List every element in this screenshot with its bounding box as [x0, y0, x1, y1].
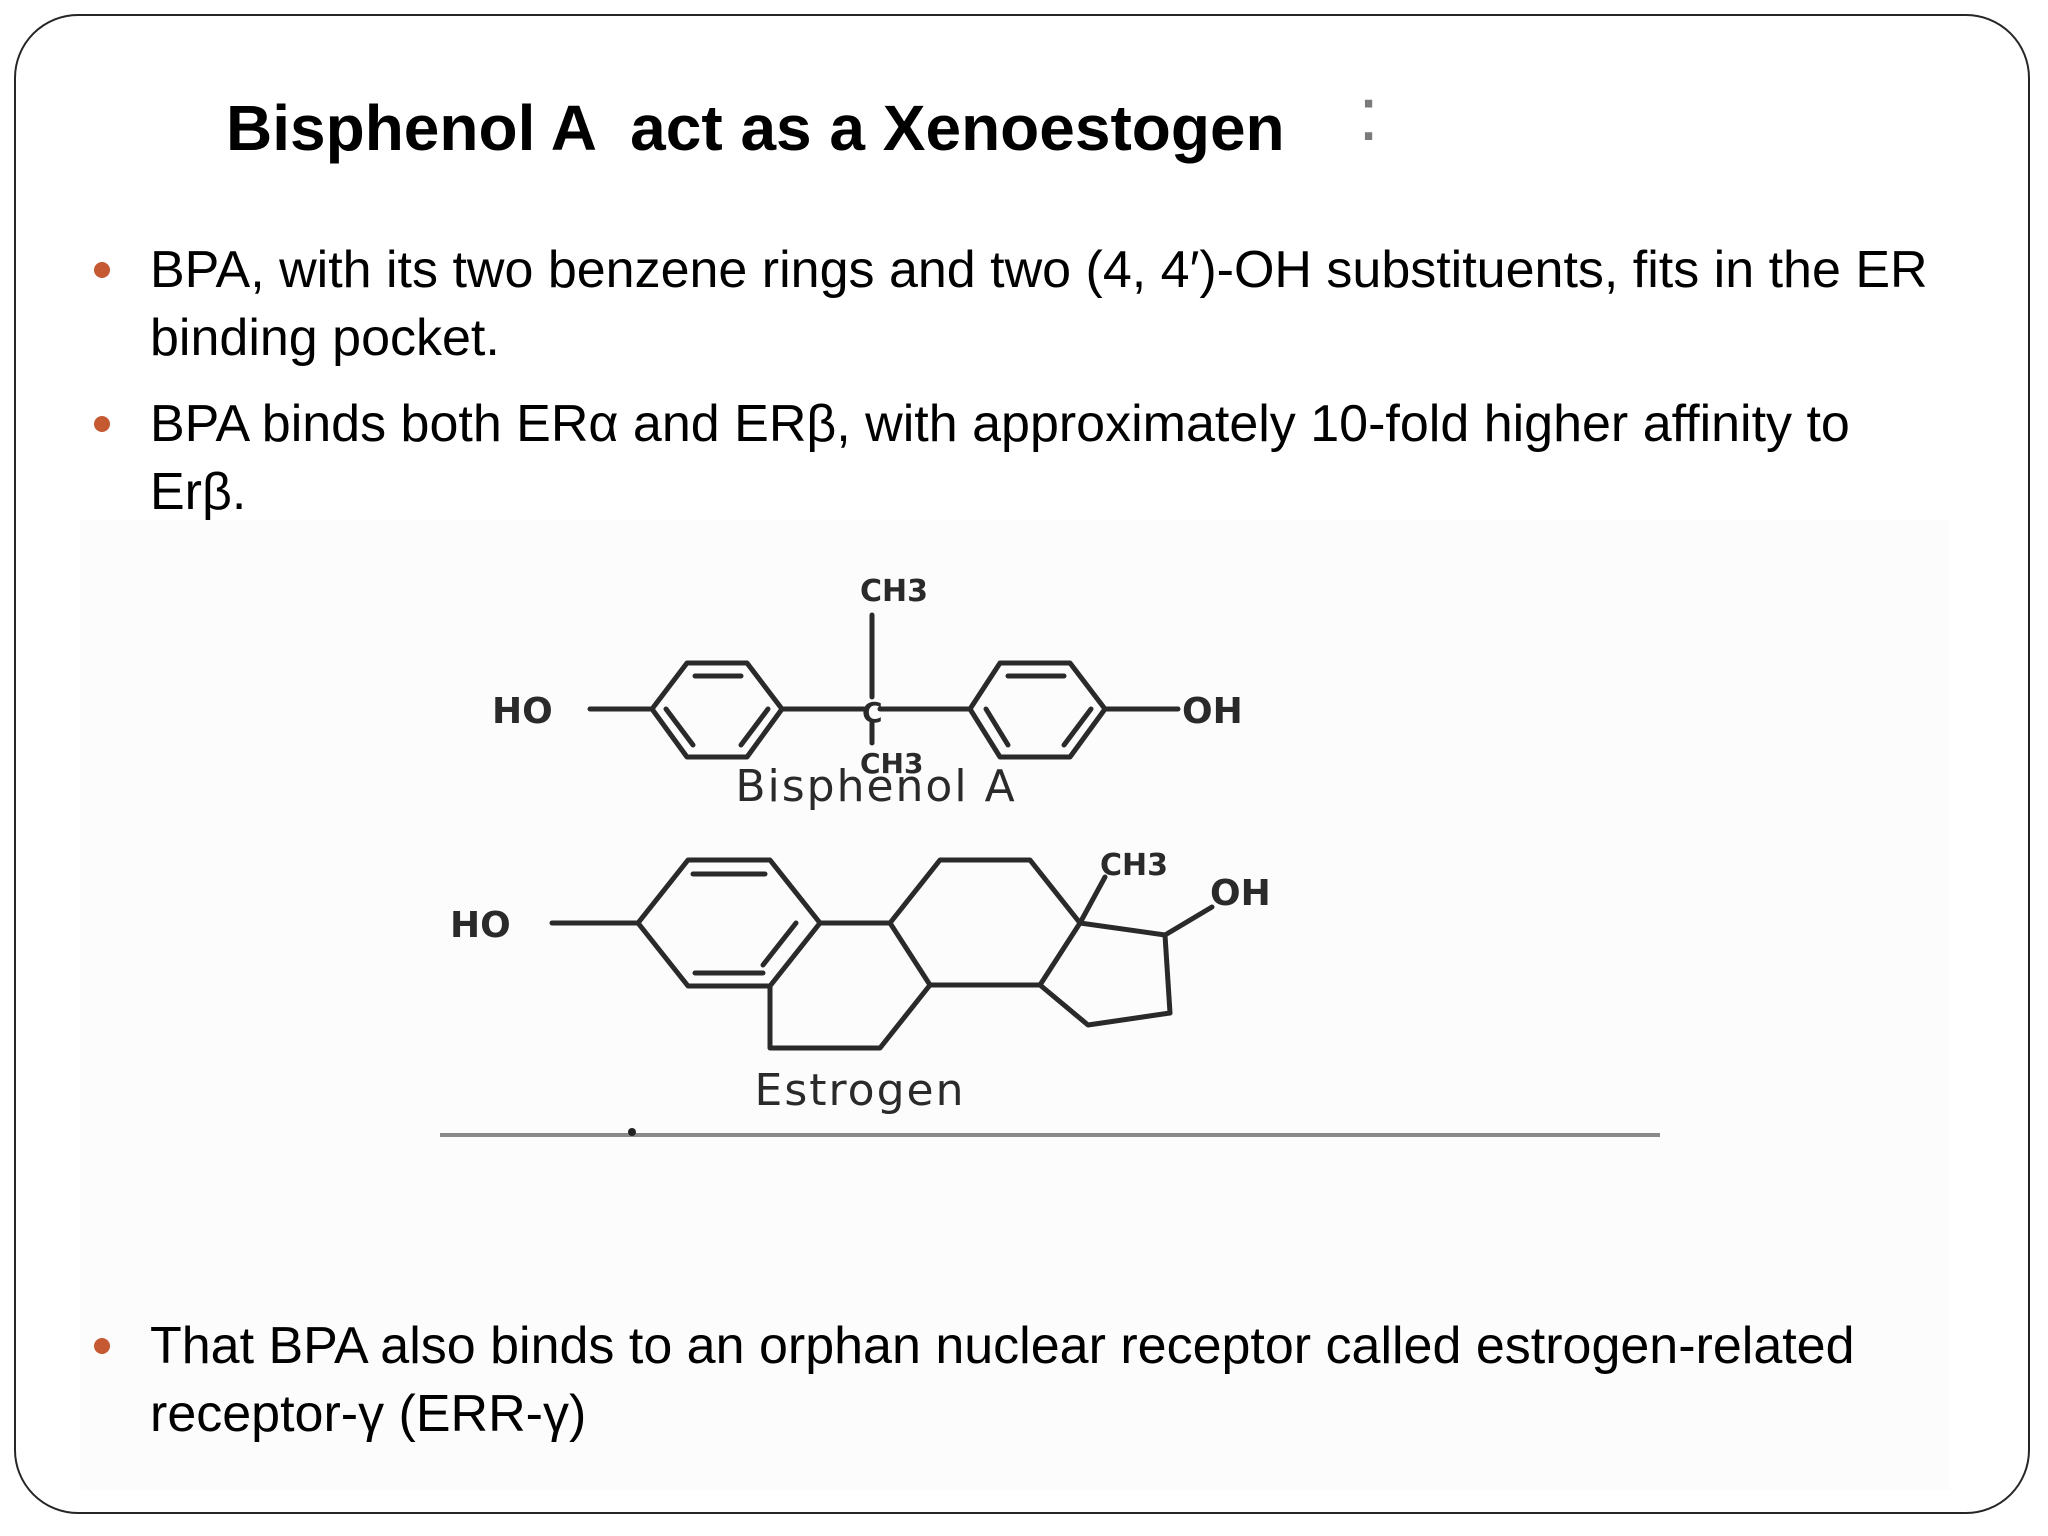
- bisphenol-a-labels: HO OH CH3 C CH3 Bisphenol A: [492, 574, 1243, 812]
- bullet-item: BPA, with its two benzene rings and two …: [94, 236, 1940, 372]
- structures-svg: HO OH CH3 C CH3 Bisphenol A: [440, 574, 1660, 1137]
- estrogen-name-label: Estrogen: [755, 1065, 966, 1116]
- bpa-right-ring: [967, 660, 1108, 760]
- estrogen-labels: HO CH3 OH Estrogen: [450, 848, 1271, 1116]
- estrogen-ring-d: [1037, 920, 1173, 1028]
- bpa-top-methyl-label: CH3: [860, 574, 928, 609]
- estrogen-oh-label: OH: [1210, 873, 1271, 914]
- estrogen-structure: [549, 857, 1215, 1051]
- bpa-center-carbon-label: C: [862, 696, 883, 729]
- bullet-item: That BPA also binds to an orphan nuclear…: [94, 1312, 1940, 1448]
- estrogen-methyl-label: CH3: [1100, 848, 1168, 883]
- figure-background: [80, 520, 1950, 1490]
- slide-title: Bisphenol A act as a Xenoestogen: [226, 92, 1285, 164]
- bullet-text: That BPA also binds to an orphan nuclear…: [150, 1317, 1855, 1443]
- bullet-dot-icon: [94, 262, 110, 278]
- bpa-ho-label: HO: [492, 691, 553, 732]
- estrogen-ho-label: HO: [450, 905, 511, 946]
- bullet-text: BPA binds both ERα and ERβ, with approxi…: [150, 395, 1850, 521]
- bullet-text: BPA, with its two benzene rings and two …: [150, 241, 1928, 367]
- bpa-name-label: Bisphenol A: [735, 761, 1016, 812]
- bisphenol-a-structure: [587, 612, 1181, 760]
- bpa-oh-label: OH: [1182, 691, 1243, 732]
- bpa-bottom-methyl-label: CH3: [860, 747, 923, 780]
- bullet-dot-icon: [94, 1338, 110, 1354]
- chemical-structures-figure: HO OH CH3 C CH3 Bisphenol A: [440, 565, 1660, 1145]
- bullet-item: BPA binds both ERα and ERβ, with approxi…: [94, 390, 1940, 526]
- figure-speck: [628, 1128, 636, 1136]
- estrogen-ring-b: [767, 920, 933, 1051]
- bullet-dot-icon: [94, 416, 110, 432]
- estrogen-ring-c: [887, 857, 1083, 988]
- estrogen-ring-a: [635, 857, 823, 989]
- title-colon: :: [1358, 72, 1380, 157]
